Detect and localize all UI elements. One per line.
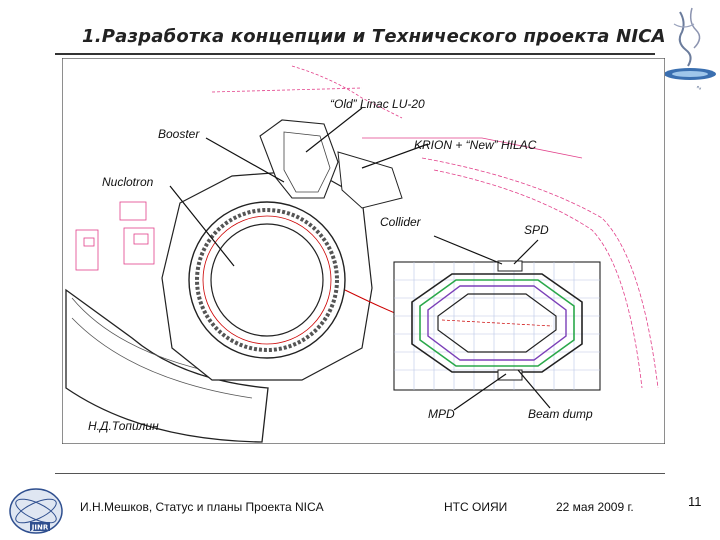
footer-author-talk: И.Н.Мешков, Статус и планы Проекта NICA (80, 500, 324, 514)
label-beam-dump: Beam dump (528, 407, 593, 421)
collider-ring-green (419, 279, 575, 367)
slide-title: 1.Разработка концепции и Технического пр… (82, 26, 666, 47)
label-spd: SPD (524, 223, 549, 237)
title-divider (55, 53, 655, 55)
nuclotron-ring-inner (210, 223, 324, 337)
label-booster: Booster (158, 127, 200, 141)
label-krion: KRION + “New” HILAC (414, 138, 537, 152)
footer-divider (55, 473, 665, 474)
collider-hall (393, 261, 601, 391)
footer-org: НТС ОИЯИ (444, 500, 508, 514)
nica-logo-icon: ∿ (664, 7, 716, 92)
label-author: Н.Д.Топилин (88, 419, 159, 433)
leader-lines (169, 107, 551, 411)
nuclotron-beamline (202, 215, 332, 345)
collider-ring-purple (427, 285, 567, 361)
svg-text:∿: ∿ (696, 84, 702, 92)
jinr-logo-icon: JINR (9, 488, 63, 534)
spd-detector (497, 260, 523, 272)
left-annex-blocks (75, 201, 155, 271)
mpd-detector (497, 369, 523, 381)
jinr-logo-text: JINR (31, 524, 49, 532)
collider-ring-outer (411, 273, 583, 373)
label-old-linac: “Old” Linac LU-20 (330, 97, 425, 111)
nuclotron-ring-outer (188, 201, 346, 359)
label-collider: Collider (380, 215, 422, 229)
linac-building (259, 119, 339, 199)
collider-ring-inner (437, 293, 557, 353)
page-number: 11 (688, 494, 702, 509)
label-nuclotron: Nuclotron (102, 175, 154, 189)
hall-fan-shape (65, 288, 269, 443)
footer-date: 22 мая 2009 г. (556, 500, 634, 514)
nuclotron-magnets (195, 208, 339, 352)
label-mpd: MPD (428, 407, 455, 421)
facility-layout-diagram: “Old” Linac LU-20 Booster KRION + “New” … (62, 58, 665, 444)
